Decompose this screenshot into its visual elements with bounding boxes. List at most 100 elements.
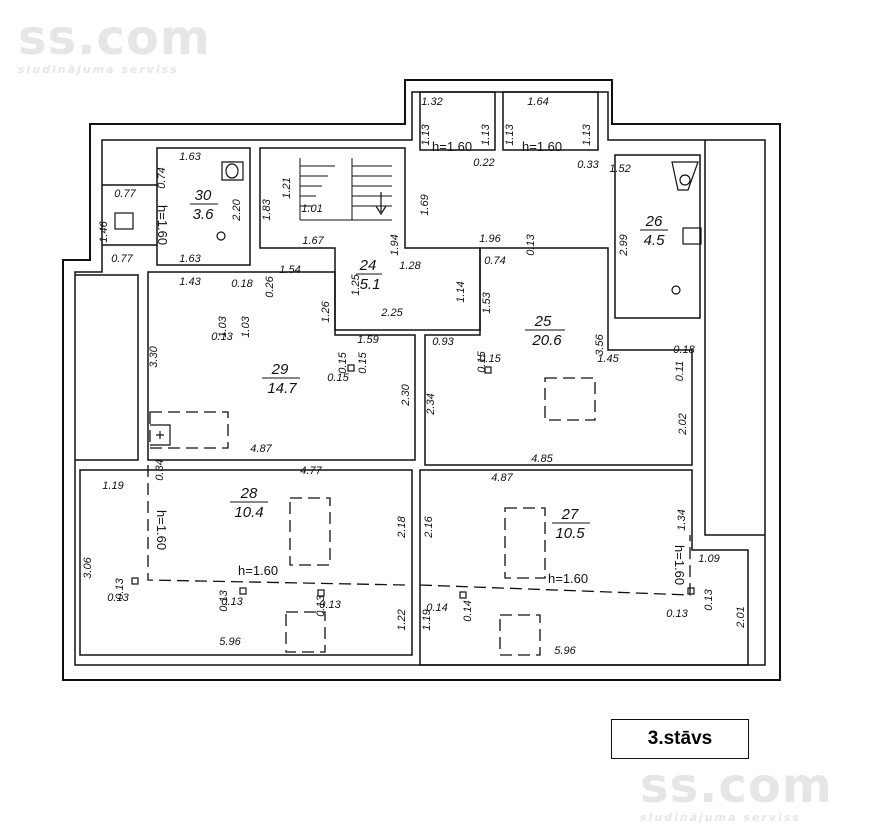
dimension-label: 1.28 (399, 260, 421, 272)
dimension-label: 2.30 (400, 383, 412, 406)
room-26-number: 26 (645, 213, 663, 230)
dimension-label: 2.34 (425, 393, 437, 415)
room-28-number: 28 (240, 485, 258, 502)
dimension-label: 1.63 (179, 253, 201, 265)
dimension-label: 0.93 (432, 336, 454, 348)
drain (216, 231, 226, 241)
dimension-label: 0.14 (426, 602, 447, 614)
dimension-label: 0.74 (156, 167, 168, 188)
room-29-area: 14.7 (267, 380, 297, 397)
dimension-label: 2.20 (231, 198, 243, 221)
dashed-rect (504, 507, 546, 579)
dimension-label: 1.67 (302, 235, 324, 247)
room-28-wall (79, 469, 413, 656)
dimension-label: 1.14 (455, 281, 467, 302)
toilet (671, 161, 699, 191)
ceiling-height: h=1.60 (522, 139, 562, 154)
dimension-label: 1.21 (281, 177, 293, 198)
dimension-label: 1.03 (240, 315, 252, 337)
closet-wall (502, 91, 599, 151)
dimension-label: 2.16 (423, 515, 435, 538)
dimension-label: 1.96 (479, 233, 501, 245)
dimension-label: 0.77 (114, 188, 136, 200)
watermark-subtitle: sludinājuma serviss (640, 811, 801, 824)
room-30-niche (102, 184, 157, 246)
dimension-label: 1.01 (301, 203, 322, 215)
dimension-label: 0.14 (462, 600, 474, 621)
dimension-label: 1.54 (279, 264, 300, 276)
dimension-label: 2.25 (380, 307, 403, 319)
closet-wall (419, 91, 496, 151)
dimension-label: 0.33 (577, 159, 599, 171)
dimension-label: 0.15 (337, 351, 349, 373)
dimension-label: 3.56 (594, 333, 606, 355)
ceiling-height: h=1.60 (548, 571, 588, 586)
dimension-label: 2.01 (735, 606, 747, 628)
watermark-logo: ss.com (640, 758, 833, 814)
room-29-wall (147, 271, 416, 461)
room-24-area: 5.1 (360, 276, 381, 293)
toilet (221, 161, 244, 181)
drain (671, 285, 681, 295)
inner-wall (74, 91, 766, 666)
watermark-subtitle: sludinājuma serviss (18, 63, 179, 76)
floor-label: 3.stāvs (611, 719, 749, 759)
dimension-label: 0.18 (231, 278, 253, 290)
dimension-label: 0.22 (473, 157, 494, 169)
dimension-label: 0.13 (221, 596, 243, 608)
dimension-label: 2.18 (396, 515, 408, 538)
dashed-rect (289, 497, 331, 566)
dimension-label: 0.15 (327, 372, 349, 384)
dimension-label: 0.13 (114, 577, 126, 599)
dimension-label: 4.87 (250, 443, 272, 455)
dimension-label: 1.03 (217, 315, 229, 337)
column (347, 364, 355, 372)
dimension-label: 0.15 (476, 350, 488, 372)
dimension-label: 5.96 (554, 645, 576, 657)
ceiling-height: h=1.60 (155, 205, 170, 245)
dimension-label: 1.13 (504, 123, 516, 145)
dimension-label: 1.19 (102, 480, 123, 492)
dimension-label: 4.87 (491, 472, 513, 484)
dimension-label: 1.63 (179, 151, 201, 163)
column (484, 366, 492, 374)
dimension-label: 1.25 (350, 273, 362, 295)
dimension-label: 2.02 (677, 413, 689, 435)
room-24-number: 24 (359, 257, 377, 274)
room-27-number: 27 (561, 506, 579, 523)
ceiling-height: h=1.60 (672, 545, 687, 585)
watermark-top: ss.com sludinājuma serviss (18, 14, 211, 75)
watermark-logo: ss.com (18, 10, 211, 66)
room-30-wall (156, 147, 251, 266)
dashed-rect (499, 614, 541, 656)
dimension-label: 0.13 (218, 589, 230, 611)
column (459, 591, 467, 599)
stairs-arrow (375, 192, 387, 216)
room-25-wall (424, 247, 693, 466)
dimension-label: 0.74 (484, 255, 505, 267)
dimension-label: 1.09 (698, 553, 719, 565)
column (239, 587, 247, 595)
dimension-label: 0.77 (111, 253, 133, 265)
dimension-label: 0.13 (319, 599, 341, 611)
dimension-label: 1.45 (597, 353, 619, 365)
dimension-label: 1.94 (389, 234, 401, 255)
room-25-number: 25 (534, 313, 552, 330)
dimension-label: 5.96 (219, 636, 241, 648)
column (131, 577, 139, 585)
dimension-label: 1.43 (179, 276, 201, 288)
dimension-label: 1.26 (320, 300, 332, 322)
room-27-area: 10.5 (555, 525, 585, 542)
dimension-label: 1.22 (396, 609, 408, 630)
outer-wall (62, 79, 781, 681)
dimension-label: 0.13 (703, 588, 715, 610)
column (317, 589, 325, 597)
heater (150, 424, 171, 446)
dimension-label: 3.06 (82, 556, 94, 578)
dimension-label: 0.26 (264, 275, 276, 297)
dimension-label: 1.34 (676, 509, 688, 530)
dashed-rect (149, 411, 229, 449)
room-28-area: 10.4 (234, 504, 263, 521)
